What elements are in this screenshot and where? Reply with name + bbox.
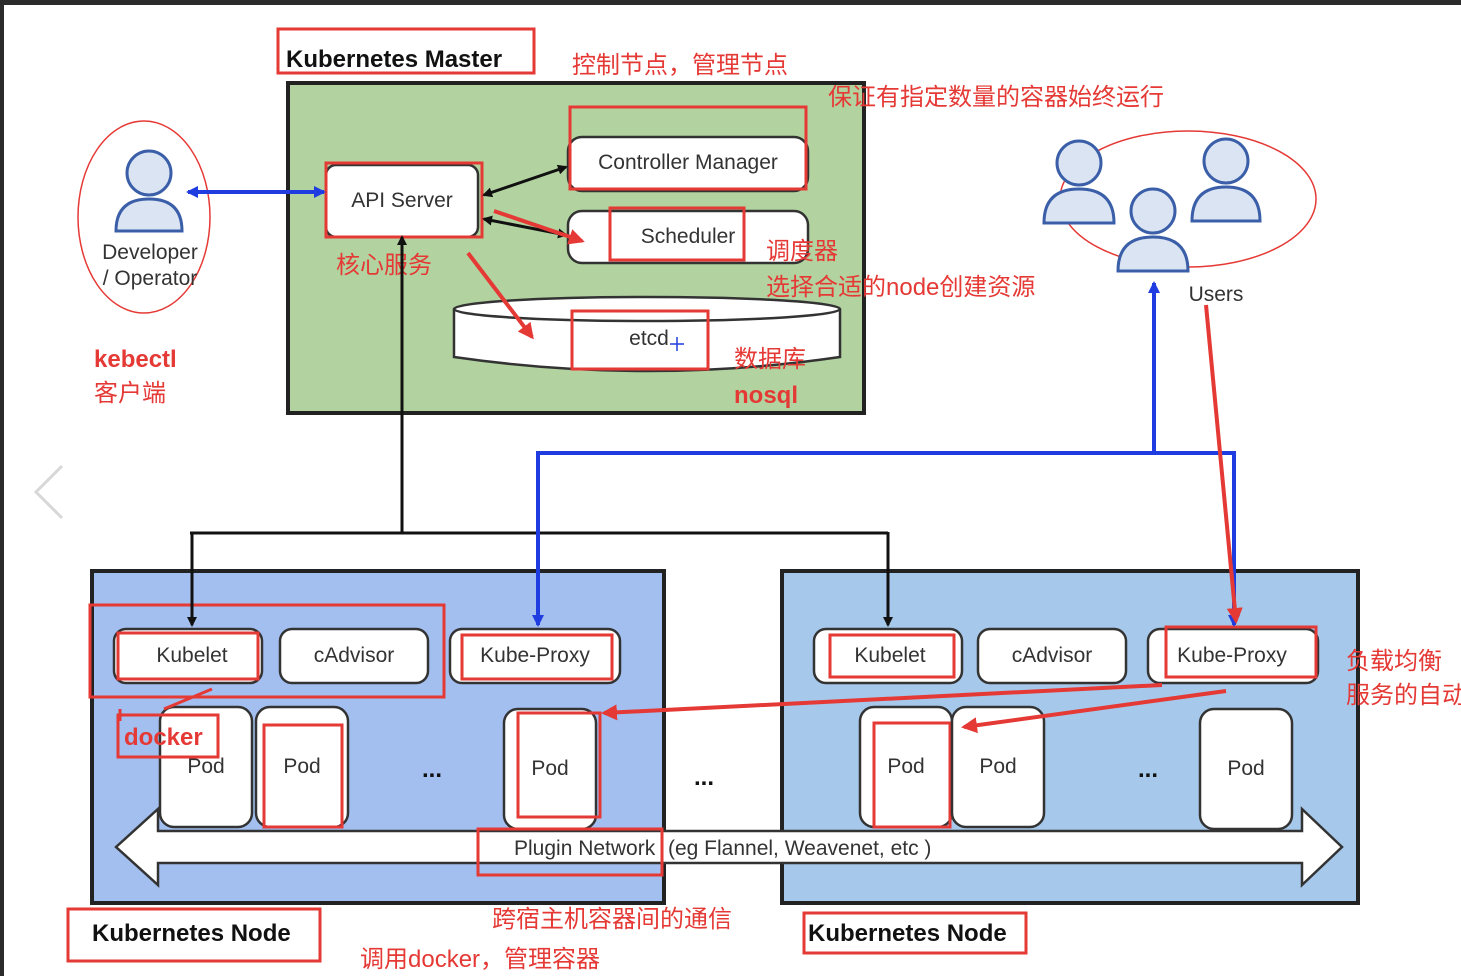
kubelet-docker-connector (163, 687, 213, 711)
node-2-cadvisor-label: cAdvisor (1012, 644, 1093, 667)
node-2-kubelet-label: Kubelet (854, 644, 925, 667)
annotation-docker: docker (124, 724, 203, 751)
plugin-network-label-b: (eg Flannel, Weavenet, etc ) (668, 837, 931, 860)
node-1-kube-proxy[interactable] (448, 627, 622, 685)
etcd-highlight (570, 309, 710, 371)
red-arrow-proxy-to-node-1-pod (601, 683, 1163, 721)
red-arrow-users-to-proxy (1204, 304, 1243, 624)
node-2-pod-2-label: Pod (979, 755, 1016, 778)
node-1-agent-highlight (88, 603, 446, 699)
developer-highlight (77, 120, 211, 314)
annotation-cross-host: 跨宿主机容器间的通信 (492, 906, 732, 933)
annotation-control-node: 控制节点，管理节点 (572, 52, 788, 79)
node-2-kubelet[interactable] (812, 627, 964, 685)
kubernetes-architecture-diagram: Kubernetes Master 控制节点，管理节点 保证有指定数量的容器始终… (66, 27, 1461, 973)
docker-highlight (116, 713, 220, 759)
node-1-pod-2-label: Pod (283, 755, 320, 778)
api-server-label: API Server (351, 189, 453, 212)
diagram-canvas: Kubernetes Master 控制节点，管理节点 保证有指定数量的容器始终… (4, 5, 1461, 976)
annotation-core-service: 核心服务 (336, 252, 432, 279)
node-2-cadvisor[interactable] (976, 627, 1128, 685)
red-arrow-to-scheduler (493, 209, 585, 245)
node-2-pod-3[interactable] (1198, 707, 1294, 831)
between-nodes-ellipsis: ... (694, 764, 714, 791)
node-1-ellipsis: ... (422, 756, 442, 783)
api-controller-connector (482, 164, 568, 198)
node-1-kube-proxy-label: Kube-Proxy (480, 644, 590, 667)
kube-proxy-bus (536, 451, 1236, 625)
etcd-database[interactable] (452, 295, 842, 373)
controller-manager-highlight (568, 105, 808, 191)
node-1-cadvisor[interactable] (278, 627, 430, 685)
node-1-title-box (66, 907, 322, 963)
annotation-database: 数据库 (734, 346, 806, 373)
node-2-pod-1-highlight (872, 721, 952, 829)
node-1-pod-2-highlight (262, 723, 344, 829)
scheduler-highlight (608, 206, 746, 262)
plugin-network-label-a: Plugin Network (514, 837, 656, 860)
annotation-load-balance-2: 服务的自动 (1346, 682, 1461, 709)
cursor-crosshair-icon (670, 337, 684, 351)
node-1-kubelet-label: Kubelet (156, 644, 227, 667)
node-2-ellipsis: ... (1138, 756, 1158, 783)
annotation-client: 客户端 (94, 380, 166, 407)
node-2-kube-proxy-label: Kube-Proxy (1177, 644, 1287, 667)
annotation-kubectl: kebectl (94, 346, 177, 373)
controller-manager-node[interactable] (566, 135, 810, 193)
controller-manager-label: Controller Manager (598, 151, 778, 174)
node-1-pod-1-label: Pod (187, 755, 224, 778)
chevron-left-icon (33, 464, 64, 520)
scheduler-label: Scheduler (641, 225, 736, 248)
annotation-scheduler-cn: 调度器 (766, 238, 838, 265)
developer-label-2: / Operator (103, 267, 198, 290)
node-1-pod-3-highlight (516, 711, 602, 819)
node-1-kubelet[interactable] (112, 627, 264, 685)
node-2-pod-1-label: Pod (887, 755, 924, 778)
node-1-pod-3-label: Pod (531, 757, 568, 780)
node-2-title-box (802, 911, 1028, 955)
developer-label-1: Developer (102, 241, 198, 264)
previous-image-button[interactable] (30, 462, 70, 522)
node-1-kube-proxy-highlight (460, 633, 614, 681)
developer-icon (114, 149, 184, 233)
node-1-kubelet-highlight (116, 631, 260, 681)
node-2-pod-2[interactable] (950, 705, 1046, 829)
annotation-call-docker: 调用docker，管理容器 (360, 946, 600, 973)
annotation-keep-containers: 保证有指定数量的容器始终运行 (828, 84, 1164, 111)
annotation-scheduler-desc: 选择合适的node创建资源 (766, 274, 1035, 301)
users-icon (1042, 137, 1262, 273)
red-arrow-proxy-to-node-2-pod (961, 689, 1227, 734)
plugin-network-arrow (114, 806, 1344, 888)
node-2-kubelet-highlight (828, 633, 956, 679)
node-1-cadvisor-label: cAdvisor (314, 644, 395, 667)
node-1-pod-1[interactable] (158, 705, 254, 829)
node-1-title: Kubernetes Node (92, 920, 291, 947)
annotation-load-balance-1: 负载均衡 (1346, 648, 1442, 675)
annotation-nosql: nosql (734, 382, 798, 409)
node-2-kube-proxy[interactable] (1146, 627, 1320, 685)
master-title: Kubernetes Master (286, 46, 502, 73)
node-2-kube-proxy-highlight (1164, 625, 1318, 679)
users-label: Users (1189, 283, 1244, 306)
etcd-label: etcd (629, 327, 669, 350)
master-title-box (276, 27, 536, 75)
plugin-network-highlight (476, 827, 664, 877)
red-arrow-to-etcd (466, 251, 534, 340)
node-2-pod-3-label: Pod (1227, 757, 1264, 780)
node-2-title: Kubernetes Node (808, 920, 1007, 947)
